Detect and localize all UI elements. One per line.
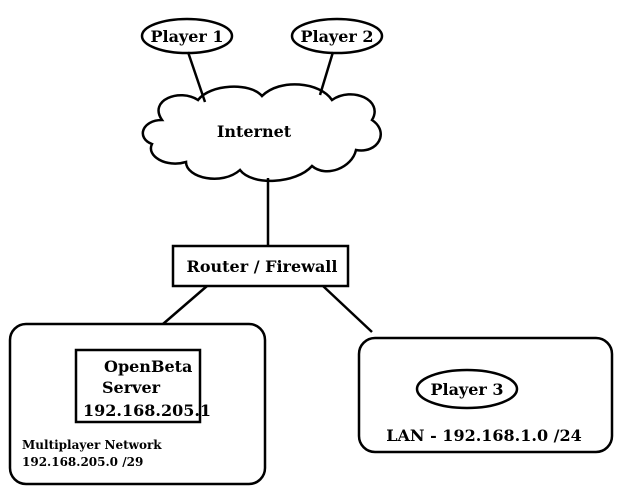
- link-router-multiplayer-network: [162, 285, 208, 325]
- link-player2-internet: [318, 51, 335, 96]
- multiplayer-network-name: Multiplayer Network: [22, 438, 162, 452]
- server-ip: 192.168.205.1: [83, 401, 211, 420]
- link-player1-internet: [186, 51, 207, 103]
- multiplayer-network-zone: [8, 322, 267, 486]
- player2-label: Player 2: [300, 27, 373, 46]
- player3-node: [415, 368, 519, 410]
- server-name-line2: Server: [102, 378, 161, 397]
- player3-label: Player 3: [430, 380, 503, 399]
- lan-zone: [357, 336, 614, 454]
- server-name-line1: OpenBeta: [104, 357, 192, 376]
- link-router-lan: [322, 285, 373, 333]
- server-box: [74, 348, 202, 424]
- lan-label: LAN - 192.168.1.0 /24: [386, 426, 582, 445]
- player1-node: [140, 17, 234, 55]
- multiplayer-network-subnet: 192.168.205.0 /29: [22, 455, 143, 469]
- internet-cloud: [141, 83, 382, 182]
- player2-node: [290, 17, 384, 55]
- router-label: Router / Firewall: [187, 257, 338, 276]
- router-box: [171, 244, 350, 288]
- internet-label: Internet: [217, 122, 292, 141]
- player1-label: Player 1: [150, 27, 223, 46]
